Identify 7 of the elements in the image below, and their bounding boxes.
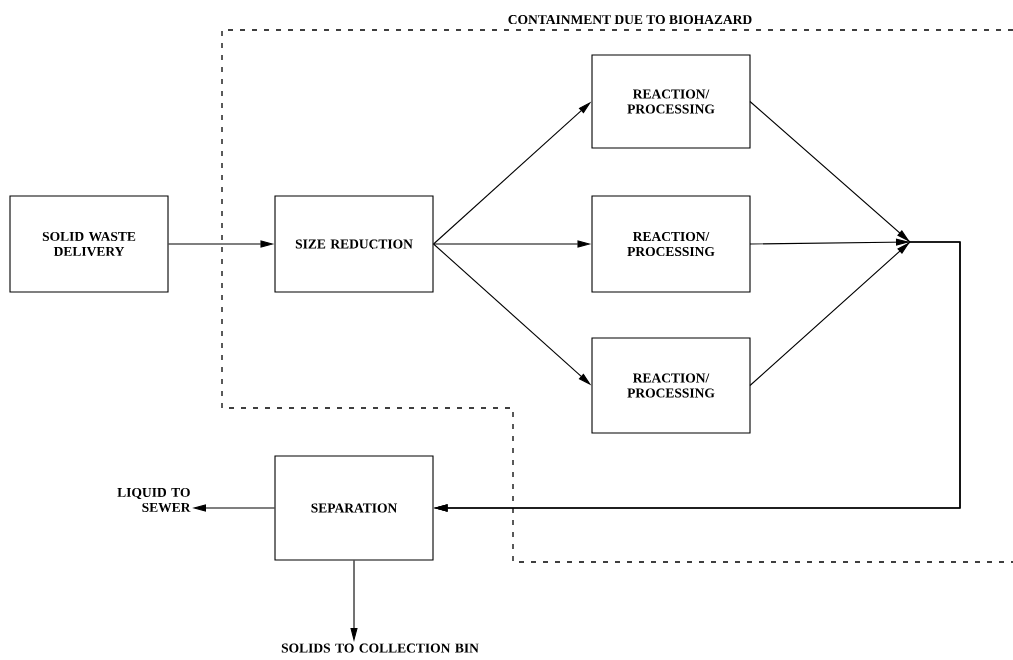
process-box: SIZE REDUCTION [274, 195, 434, 293]
process-box: REACTION/ PROCESSING [591, 337, 751, 434]
process-box: SOLID WASTE DELIVERY [9, 195, 169, 293]
output-label: LIQUID TO SEWER [117, 487, 191, 513]
process-box: REACTION/ PROCESSING [591, 54, 751, 149]
process-box: REACTION/ PROCESSING [591, 195, 751, 293]
output-label: SOLIDS TO COLLECTION BIN [281, 643, 479, 653]
